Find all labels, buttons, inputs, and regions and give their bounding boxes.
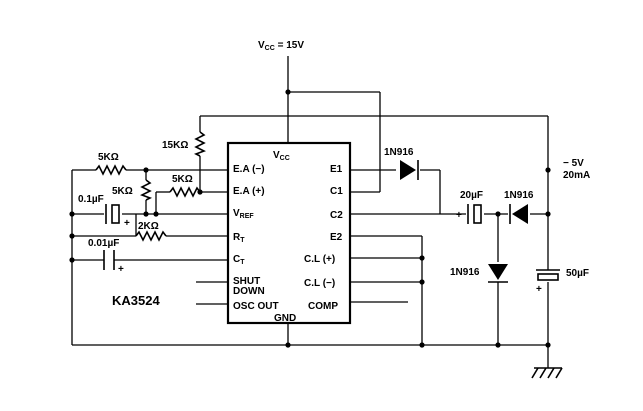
label-50uf: 50µF	[566, 268, 589, 279]
pin-osc-out: OSC OUT	[233, 301, 279, 312]
label-20uf: 20µF	[460, 190, 483, 201]
label-0-01uf: 0.01µF	[88, 238, 119, 249]
diode-mid	[509, 204, 528, 224]
label-15k: 15KΩ	[162, 140, 188, 151]
output-voltage: − 5V	[563, 158, 584, 169]
pin-down: DOWN	[233, 286, 265, 297]
output-current: 20mA	[563, 170, 590, 181]
pin-gnd: GND	[274, 313, 296, 324]
label-diode-mid: 1N916	[504, 190, 534, 201]
label-diode-top: 1N916	[384, 147, 414, 158]
plus-20uf: +	[456, 210, 462, 221]
supply-label: VCC = 15V	[258, 40, 304, 52]
junctions	[69, 89, 551, 348]
plus-0-01uf: +	[118, 264, 124, 275]
pin-c1: C1	[330, 186, 343, 197]
label-diode-low: 1N916	[450, 267, 480, 278]
resistor-5k-mid	[169, 186, 201, 198]
diode-low	[488, 264, 508, 283]
ic-body	[226, 141, 352, 325]
capacitor-0-1uf	[105, 204, 120, 224]
ground-symbol	[531, 367, 563, 379]
plus-50uf: +	[536, 284, 542, 295]
pin-shut: SHUT	[233, 276, 260, 287]
wiring	[71, 56, 549, 368]
pin-e2: E2	[330, 232, 343, 243]
label-0-1uf: 0.1µF	[78, 194, 104, 205]
capacitor-20uf	[467, 204, 482, 224]
pin-e1: E1	[330, 164, 343, 175]
label-5k-mid: 5KΩ	[172, 174, 193, 185]
pin-rt: RT	[233, 232, 245, 244]
pin-ea-plus: E.A (+)	[233, 186, 265, 197]
pin-cl-plus: C.L (+)	[304, 254, 335, 265]
label-5k-top: 5KΩ	[98, 152, 119, 163]
pin-comp: COMP	[308, 301, 338, 312]
resistor-15k	[194, 131, 206, 157]
pin-vcc: VCC	[273, 150, 290, 162]
pin-cl-minus: C.L (−)	[304, 278, 335, 289]
capacitor-0-01uf	[103, 250, 115, 270]
resistor-5k-vertical	[140, 179, 152, 201]
diode-top	[400, 160, 419, 180]
chip-name: KA3524	[112, 293, 160, 308]
label-5k-vertical: 5KΩ	[112, 186, 133, 197]
capacitor-50uf	[536, 269, 560, 281]
plus-0-1uf: +	[124, 218, 130, 229]
resistor-5k-top	[95, 164, 127, 176]
pin-ct: CT	[233, 254, 245, 266]
pin-c2: C2	[330, 210, 343, 221]
label-2k: 2KΩ	[138, 221, 159, 232]
pin-vref: VREF	[233, 208, 254, 220]
pin-ea-minus: E.A (−)	[233, 164, 265, 175]
resistor-2k	[135, 230, 167, 242]
